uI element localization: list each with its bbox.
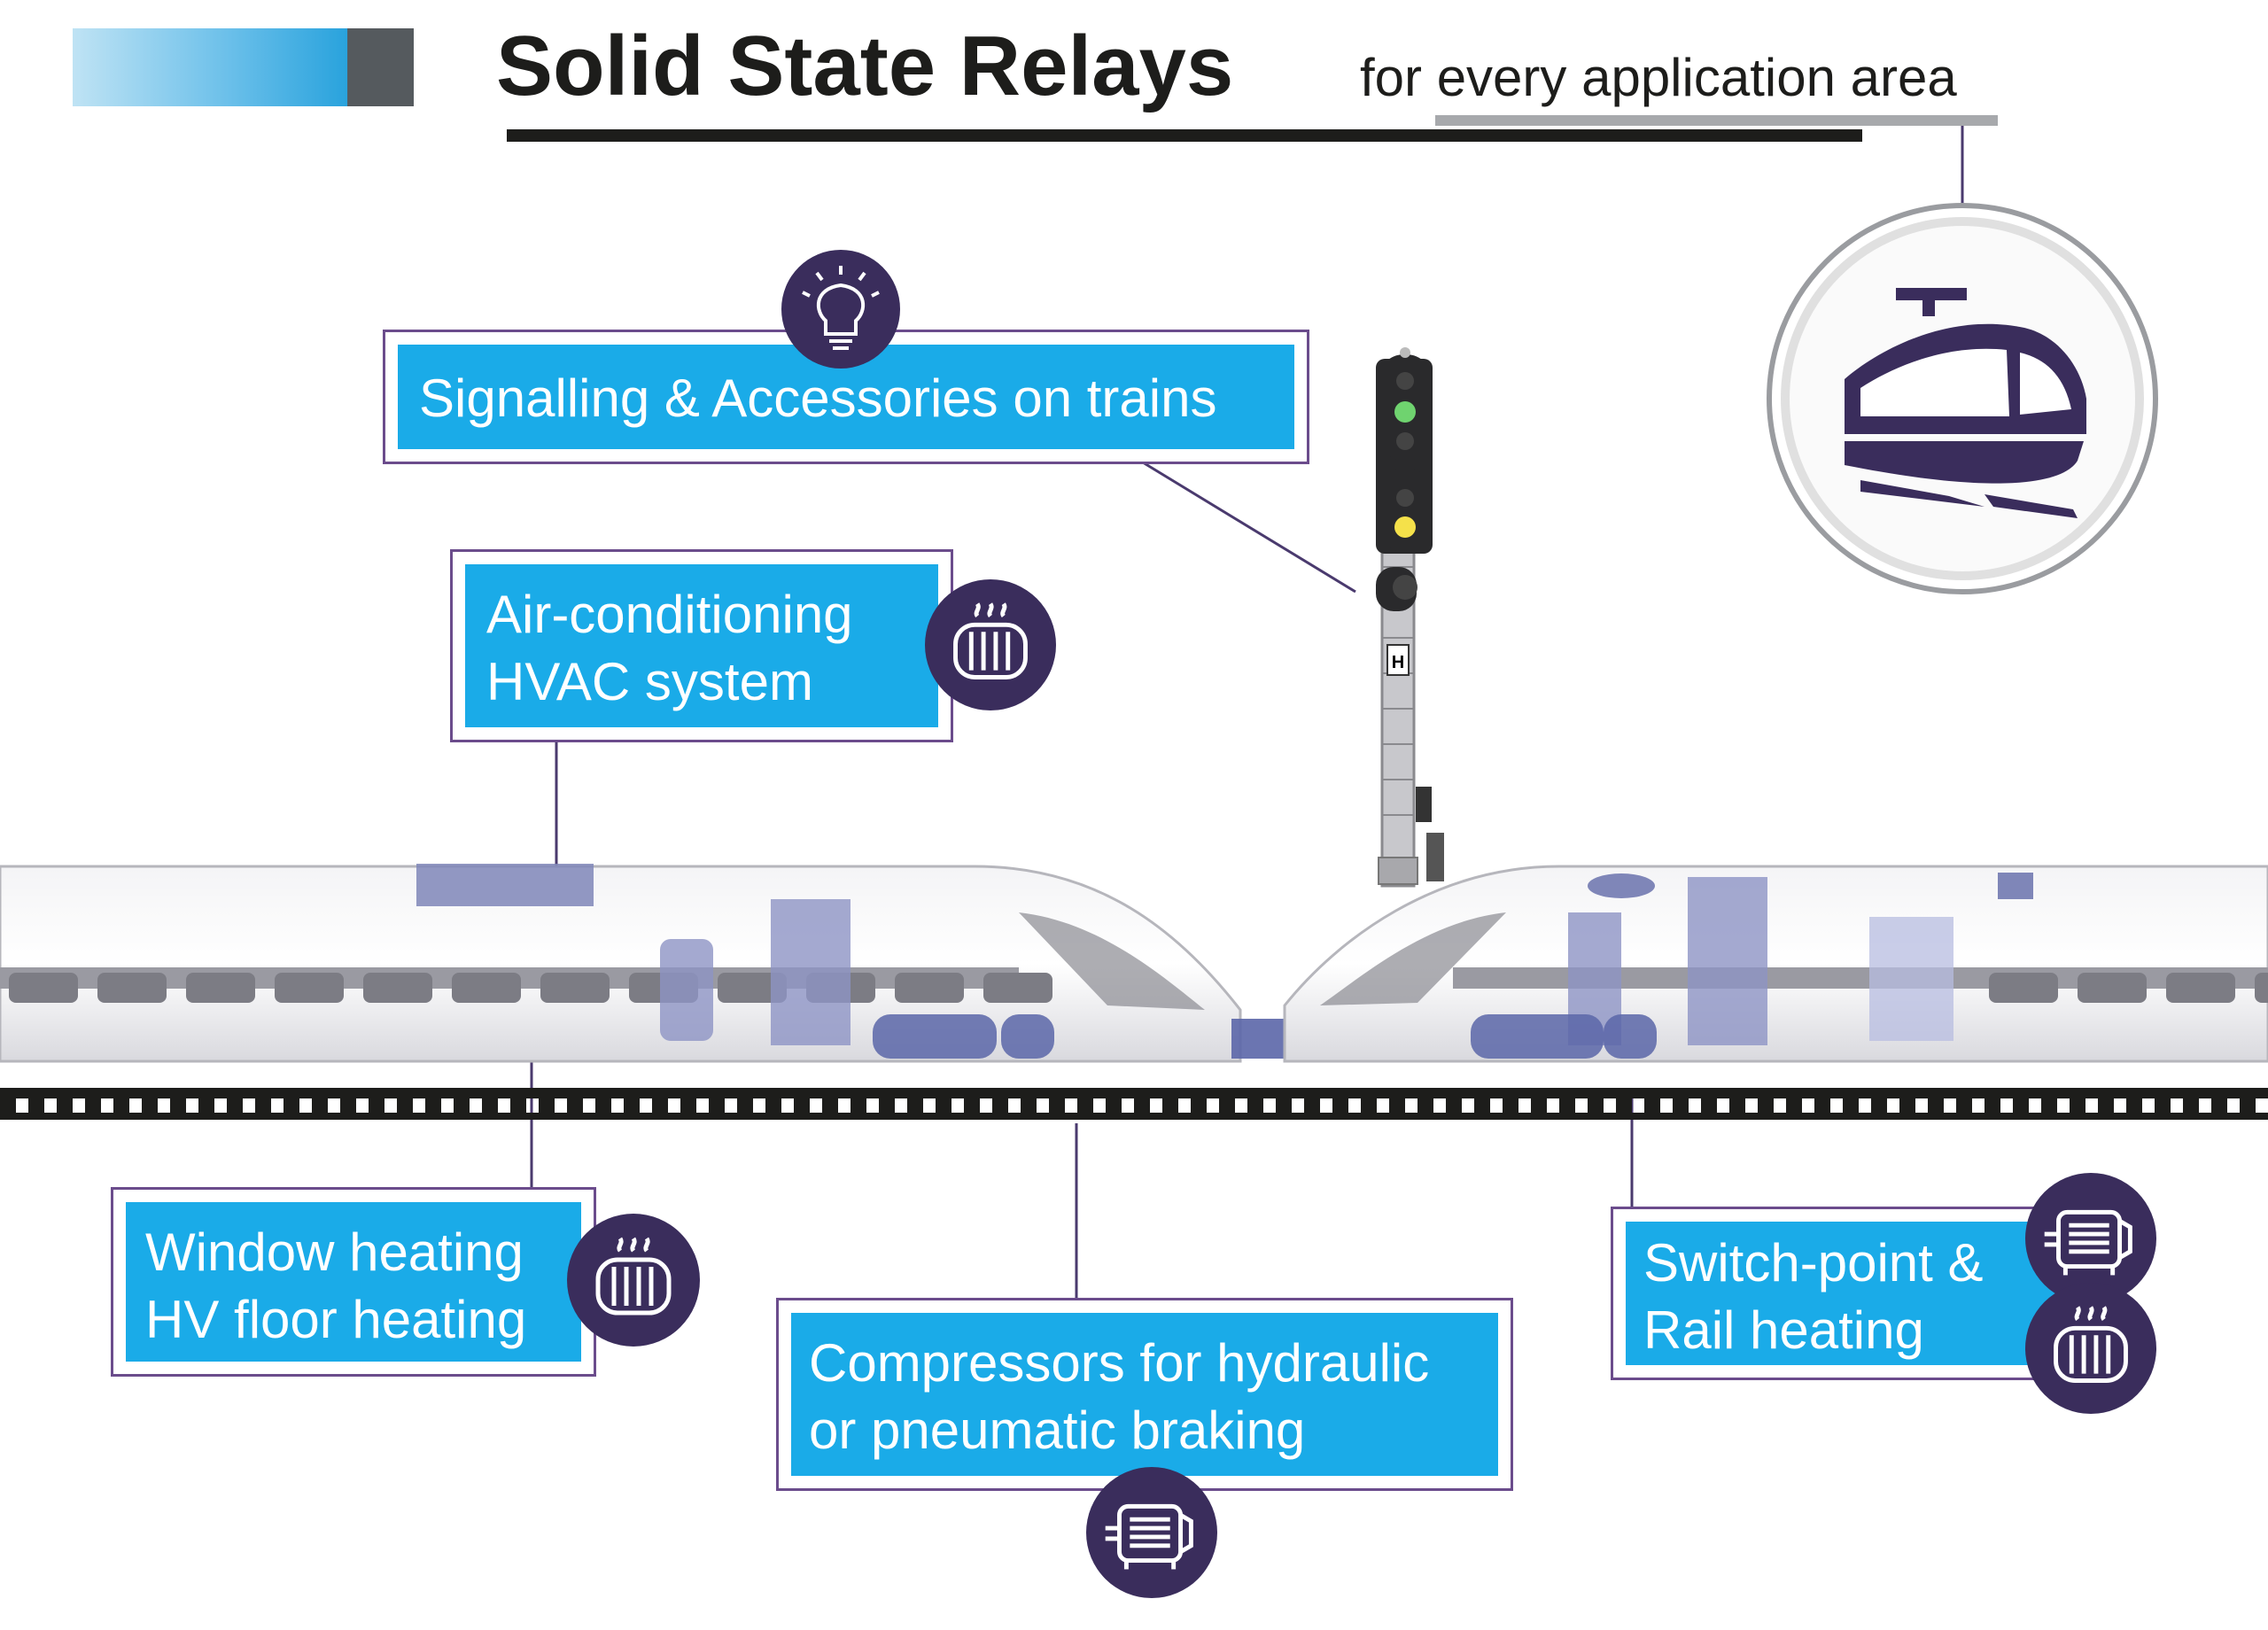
- title-rule-gray: [1435, 115, 1998, 126]
- left-train: [0, 864, 1285, 1063]
- header-color-bar: [73, 28, 414, 106]
- page-subtitle: for every application area: [1360, 48, 1957, 107]
- label-hvac: Air-conditioning HVAC system: [450, 549, 953, 742]
- light-bulb-icon: [781, 250, 900, 369]
- label-hvac-line2: HVAC system: [486, 652, 813, 711]
- heater-coil-icon: [567, 1214, 700, 1347]
- signal-plate-letter: H: [1392, 653, 1404, 672]
- label-window-line1: Window heating: [145, 1222, 524, 1282]
- electric-motor-icon: [2025, 1173, 2156, 1304]
- electric-motor-icon: [1086, 1467, 1217, 1598]
- page-title: Solid State Relays: [496, 19, 1234, 113]
- label-window-line2: HV floor heating: [145, 1290, 527, 1349]
- label-compressors-line2: or pneumatic braking: [809, 1401, 1306, 1460]
- heater-coil-icon: [2025, 1283, 2156, 1414]
- label-switch-line1: Switch-point &: [1643, 1233, 1984, 1292]
- label-switch-point: Switch-point & Rail heating: [1611, 1207, 2117, 1380]
- title-rule: [507, 129, 1862, 142]
- train-badge: [1767, 203, 2158, 594]
- heater-coil-icon: [925, 579, 1056, 710]
- label-window-heating: Window heating HV floor heating: [111, 1187, 596, 1377]
- label-switch-line2: Rail heating: [1643, 1300, 1924, 1360]
- label-compressors: Compressors for hydraulic or pneumatic b…: [776, 1298, 1513, 1491]
- right-train: [1283, 865, 2268, 1063]
- label-compressors-line1: Compressors for hydraulic: [809, 1333, 1430, 1393]
- label-signalling-text: Signalling & Accessories on trains: [419, 369, 1217, 428]
- trains-illustration: [0, 864, 2268, 1063]
- railway-signal: H: [1376, 347, 1444, 888]
- railway-track: [0, 1088, 2268, 1120]
- label-hvac-line1: Air-conditioning: [486, 585, 853, 644]
